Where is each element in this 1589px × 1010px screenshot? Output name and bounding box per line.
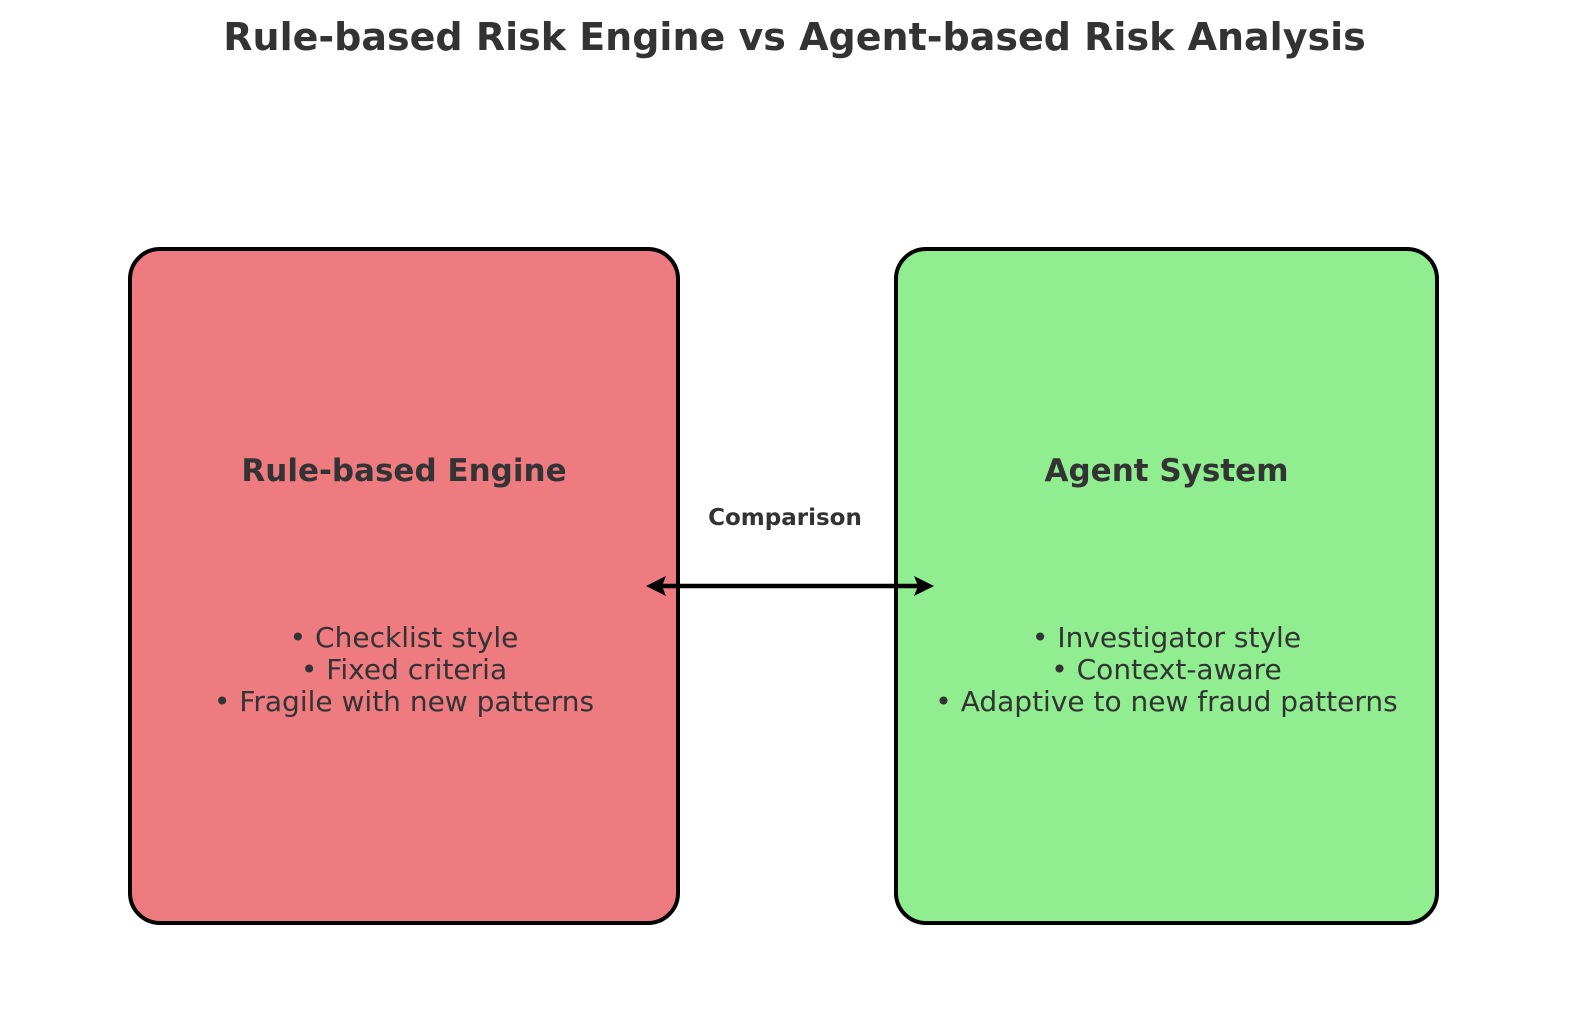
comparison-connector (640, 556, 940, 616)
node-title-rule-based-engine: Rule-based Engine (241, 453, 567, 489)
node-bullets-agent-system: • Investigator style • Context-aware • A… (898, 622, 1435, 718)
double-arrow-icon (646, 576, 934, 596)
list-item: • Fragile with new patterns (213, 685, 595, 718)
list-item: • Fixed criteria (300, 653, 508, 686)
node-title-agent-system: Agent System (1044, 453, 1289, 489)
list-item: • Checklist style (289, 621, 519, 654)
connector-label-comparison: Comparison (708, 505, 862, 531)
list-item: • Context-aware (1051, 653, 1282, 686)
node-rule-based-engine[interactable]: Rule-based Engine • Checklist style • Fi… (128, 247, 680, 925)
list-item: • Adaptive to new fraud patterns (935, 685, 1398, 718)
list-item: • Investigator style (1031, 621, 1302, 654)
page-title: Rule-based Risk Engine vs Agent-based Ri… (223, 15, 1366, 59)
node-agent-system[interactable]: Agent System • Investigator style • Cont… (894, 247, 1439, 925)
node-bullets-rule-based-engine: • Checklist style • Fixed criteria • Fra… (132, 621, 676, 718)
